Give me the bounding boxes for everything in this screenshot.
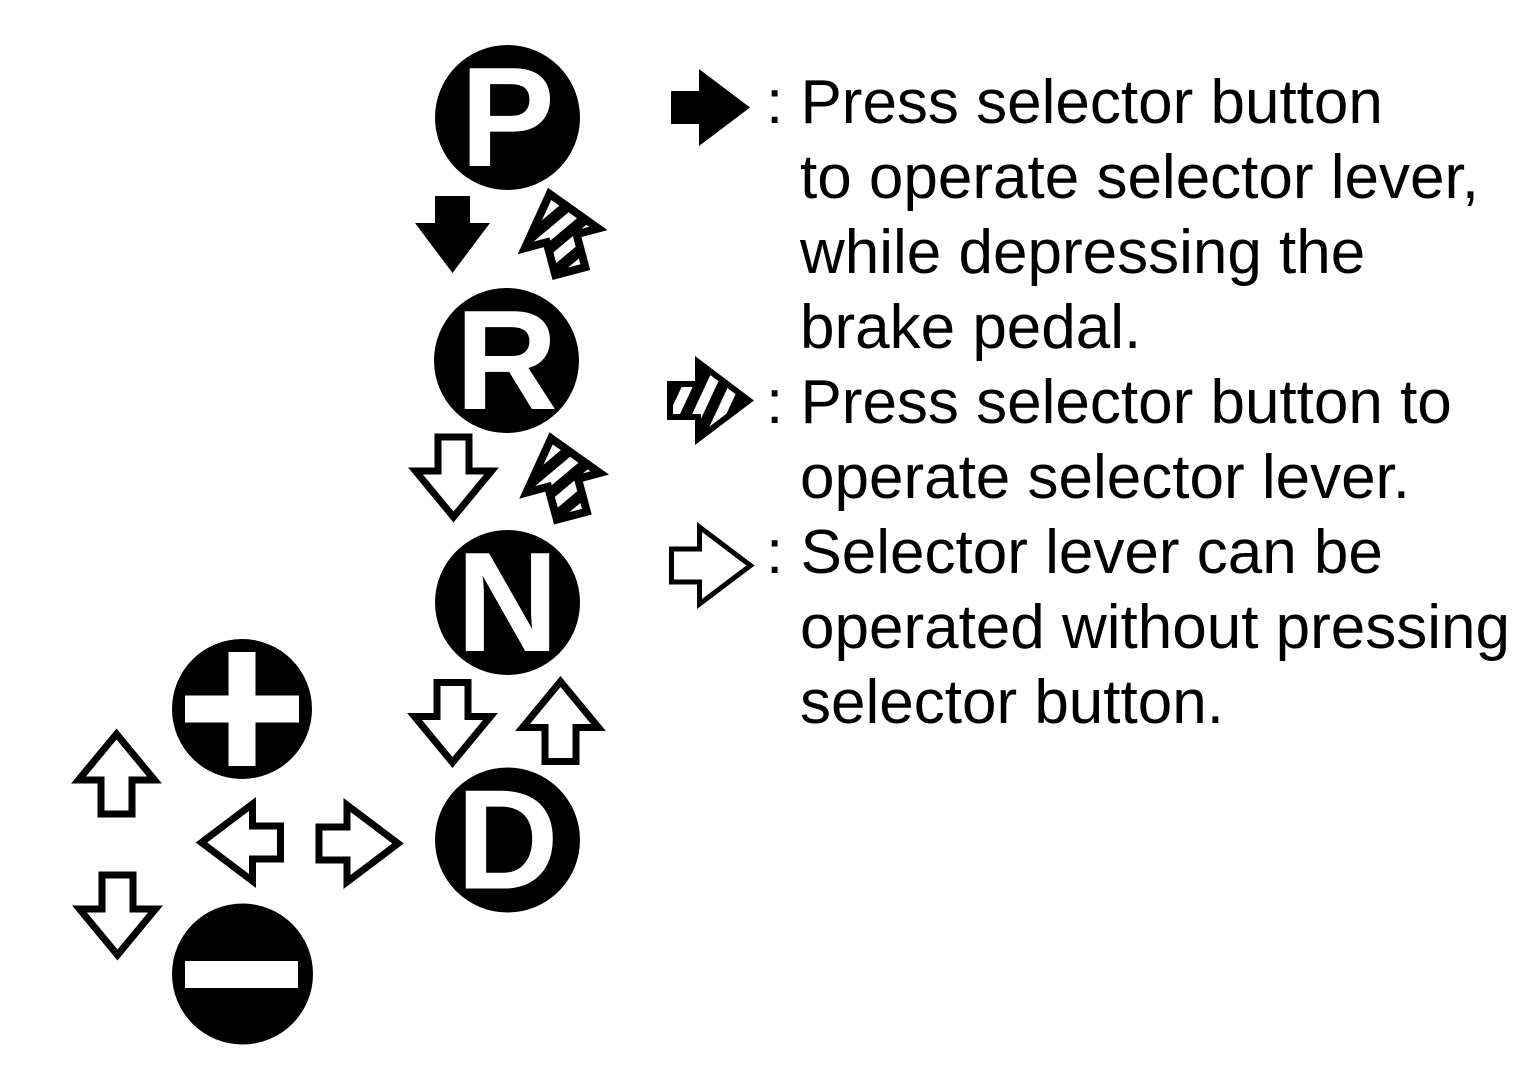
legend-entry3-line1: : Selector lever can be (766, 518, 1383, 587)
legend-solid-arrow-icon (671, 69, 750, 146)
legend-entry1-line1: : Press selector button (766, 68, 1383, 137)
legend-entry1-line4: brake pedal. (800, 293, 1142, 362)
manual-downshift-minus (172, 903, 313, 1045)
legend-entry3-line3: selector button. (800, 668, 1224, 737)
gear-circle-p (435, 45, 580, 190)
gear-label-p: P (460, 38, 555, 197)
legend-entry1-line3: while depressing the (800, 218, 1366, 287)
gear-circle-r (434, 288, 579, 433)
gear-label-r: R (455, 281, 558, 440)
legend: : Press selector button to operate selec… (766, 65, 1526, 740)
gear-label-n: N (456, 523, 559, 682)
downshift-free-icon (80, 875, 156, 955)
gear-position-p: P (435, 38, 580, 197)
gear-label-d: D (456, 761, 559, 920)
gear-position-r: R (434, 281, 579, 440)
arrow-n-to-r-button-press-icon (514, 429, 608, 526)
arrow-d-to-manual-free-icon (202, 804, 281, 881)
arrow-r-to-n-free-icon (416, 437, 492, 517)
arrow-d-to-n-free-icon (523, 682, 599, 762)
arrow-r-to-p-button-press-icon (513, 184, 607, 281)
legend-entry2-line1: : Press selector button to (766, 368, 1452, 437)
legend-entry2-line2: operate selector lever. (800, 443, 1411, 512)
gear-position-n: N (435, 523, 580, 682)
legend-entry1-line2: to operate selector lever, (800, 143, 1479, 212)
gear-circle-n (435, 530, 580, 675)
arrow-p-to-r-brake-press-icon (415, 196, 490, 273)
legend-outline-arrow-icon (672, 527, 751, 604)
legend-hatched-arrow-icon (670, 362, 749, 439)
minus-symbol (185, 961, 298, 988)
plus-symbol-horizontal (185, 695, 299, 723)
gear-position-d: D (435, 761, 580, 920)
manual-upshift-plus (172, 639, 312, 779)
legend-entry3-line2: operated without pressing (800, 593, 1511, 662)
arrow-n-to-d-free-icon (415, 683, 491, 763)
upshift-free-icon (79, 734, 155, 814)
gear-circle-d (435, 767, 580, 913)
arrow-manual-to-d-free-icon (319, 805, 398, 882)
